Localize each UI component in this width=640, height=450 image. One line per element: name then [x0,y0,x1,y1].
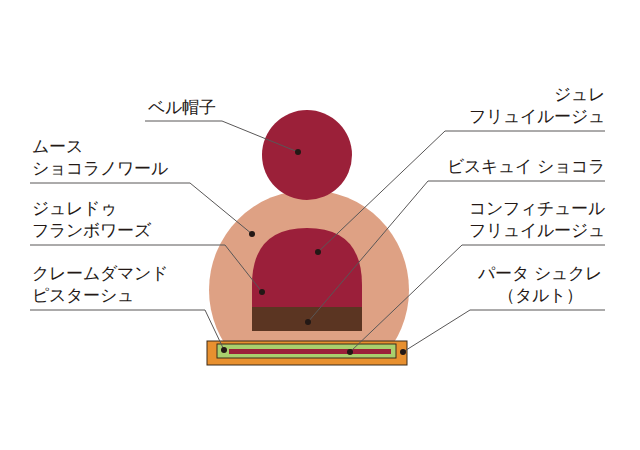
leader-line [145,121,298,152]
leader-dot [347,349,353,355]
tart-base [207,341,407,365]
part-label: ジュレドゥ フランボワーズ [32,197,151,241]
leader-line [403,310,605,352]
leader-lines [30,121,605,352]
part-label: ビスキュイ ショコラ [447,155,605,177]
mousse-dome [209,190,409,344]
jelly-dome [252,228,362,331]
biscuit-band [252,307,362,331]
part-label: コンフィチュール フリュイルージュ [469,197,605,241]
leader-dot [295,149,301,155]
leader-dot [315,249,321,255]
leader-line [318,131,605,252]
part-label: ムース ショコラノワール [32,135,168,179]
part-label: ベル帽子 [148,96,216,118]
leader-dot [305,319,311,325]
part-label: ジュレ フリュイルージュ [469,83,605,127]
pistachio-cream [217,344,396,358]
part-label: クレームダマンド ピスターシュ [32,262,168,306]
leader-dots [221,149,406,355]
leader-line [30,310,224,350]
leader-dot [221,347,227,353]
confiture-layer [229,349,391,354]
bell-hat [262,110,352,200]
leader-dot [259,289,265,295]
leader-dot [249,231,255,237]
leader-dot [400,349,406,355]
part-label: パータ シュクレ （タルト） [470,262,610,306]
